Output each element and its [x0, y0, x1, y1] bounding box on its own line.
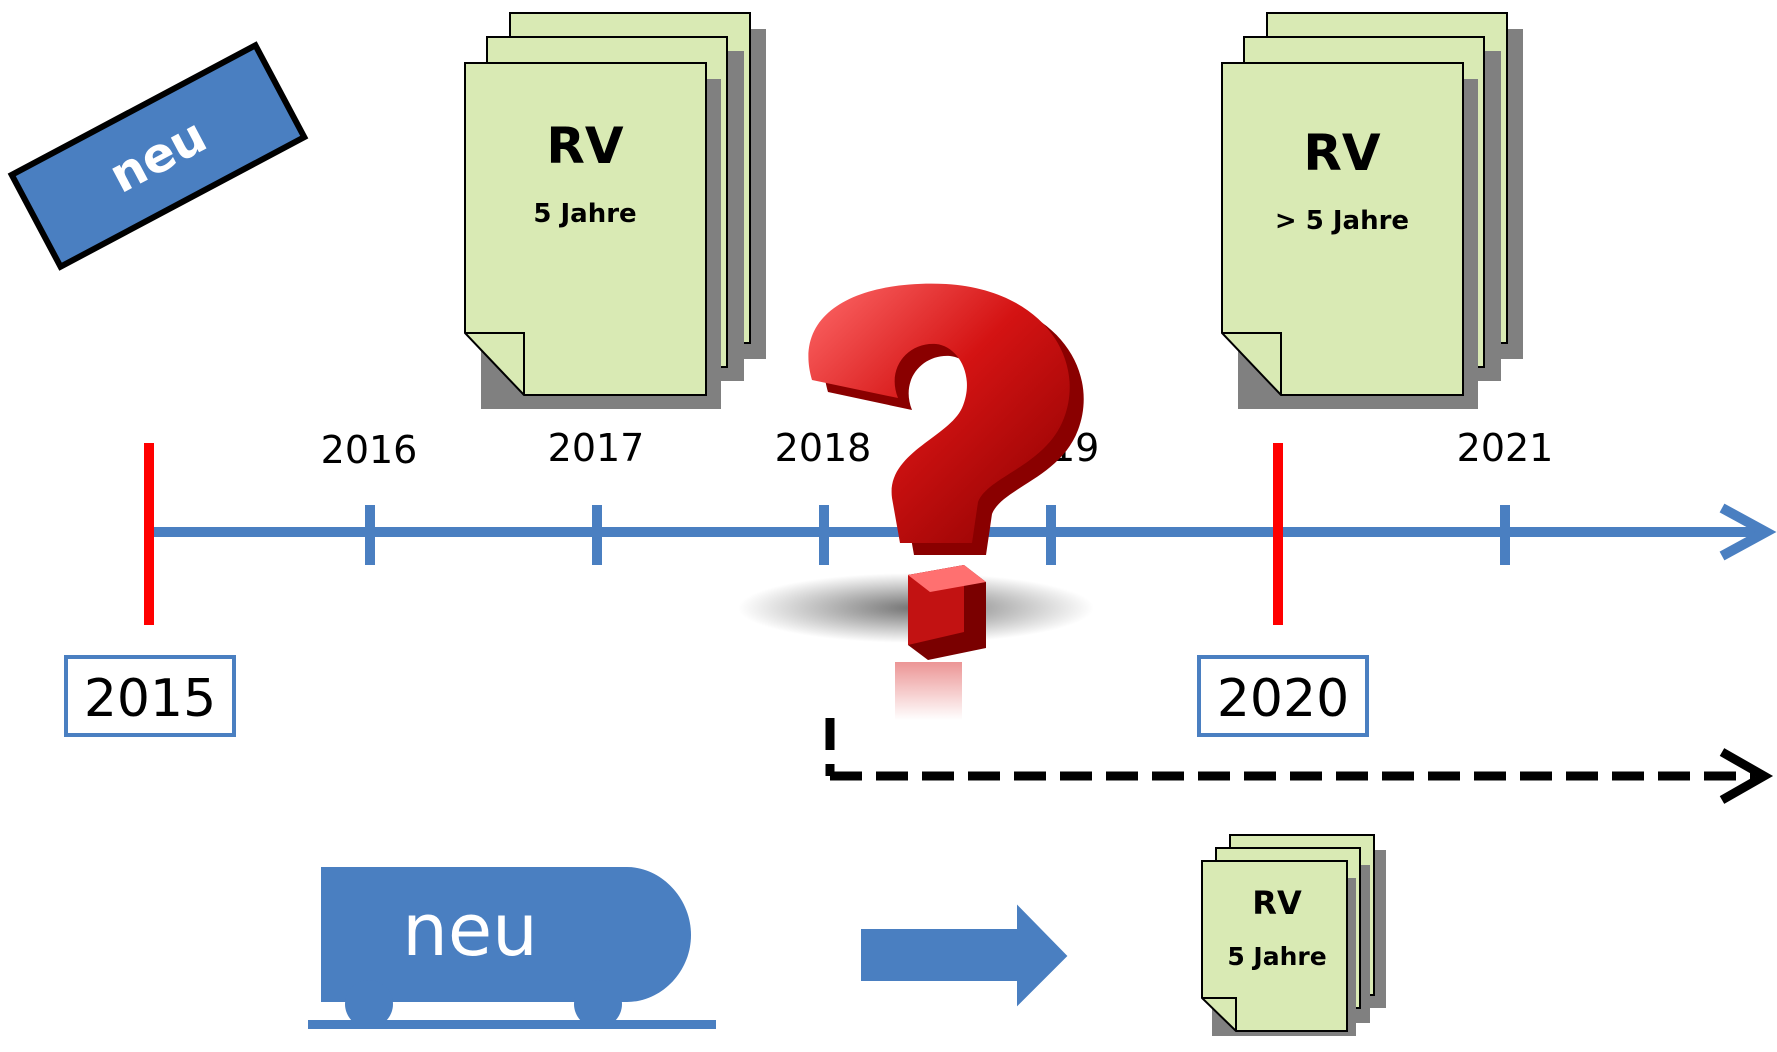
- document-stack-rv-5-jahre: RV 5 Jahre: [464, 12, 766, 409]
- year-box-2015: 2015: [64, 655, 236, 737]
- document-title: RV: [546, 117, 624, 175]
- document-subtitle: 5 Jahre: [533, 199, 636, 229]
- document-stack-small-rv-5-jahre: RV 5 Jahre: [1201, 834, 1386, 1036]
- year-box-label: 2020: [1217, 669, 1349, 729]
- arrow-right-icon: [861, 904, 1068, 1007]
- question-mark-icon: [738, 283, 1094, 720]
- document-title: RV: [1252, 884, 1302, 922]
- year-box-label: 2015: [84, 669, 216, 729]
- year-label-2016: 2016: [321, 428, 418, 472]
- dashed-arrow: [825, 718, 1774, 804]
- tanker-label: neu: [402, 888, 538, 972]
- document-title: RV: [1303, 124, 1381, 182]
- document-stack-rv-over-5-jahre: RV > 5 Jahre: [1221, 12, 1523, 409]
- year-label-2021: 2021: [1457, 426, 1554, 470]
- document-subtitle: 5 Jahre: [1227, 942, 1326, 971]
- year-box-2020: 2020: [1197, 655, 1369, 737]
- year-label-2018: 2018: [775, 426, 872, 470]
- year-label-2017: 2017: [548, 426, 645, 470]
- document-subtitle: > 5 Jahre: [1275, 206, 1409, 236]
- neu-badge: neu: [7, 41, 309, 271]
- tanker-wagon: neu: [308, 867, 716, 1029]
